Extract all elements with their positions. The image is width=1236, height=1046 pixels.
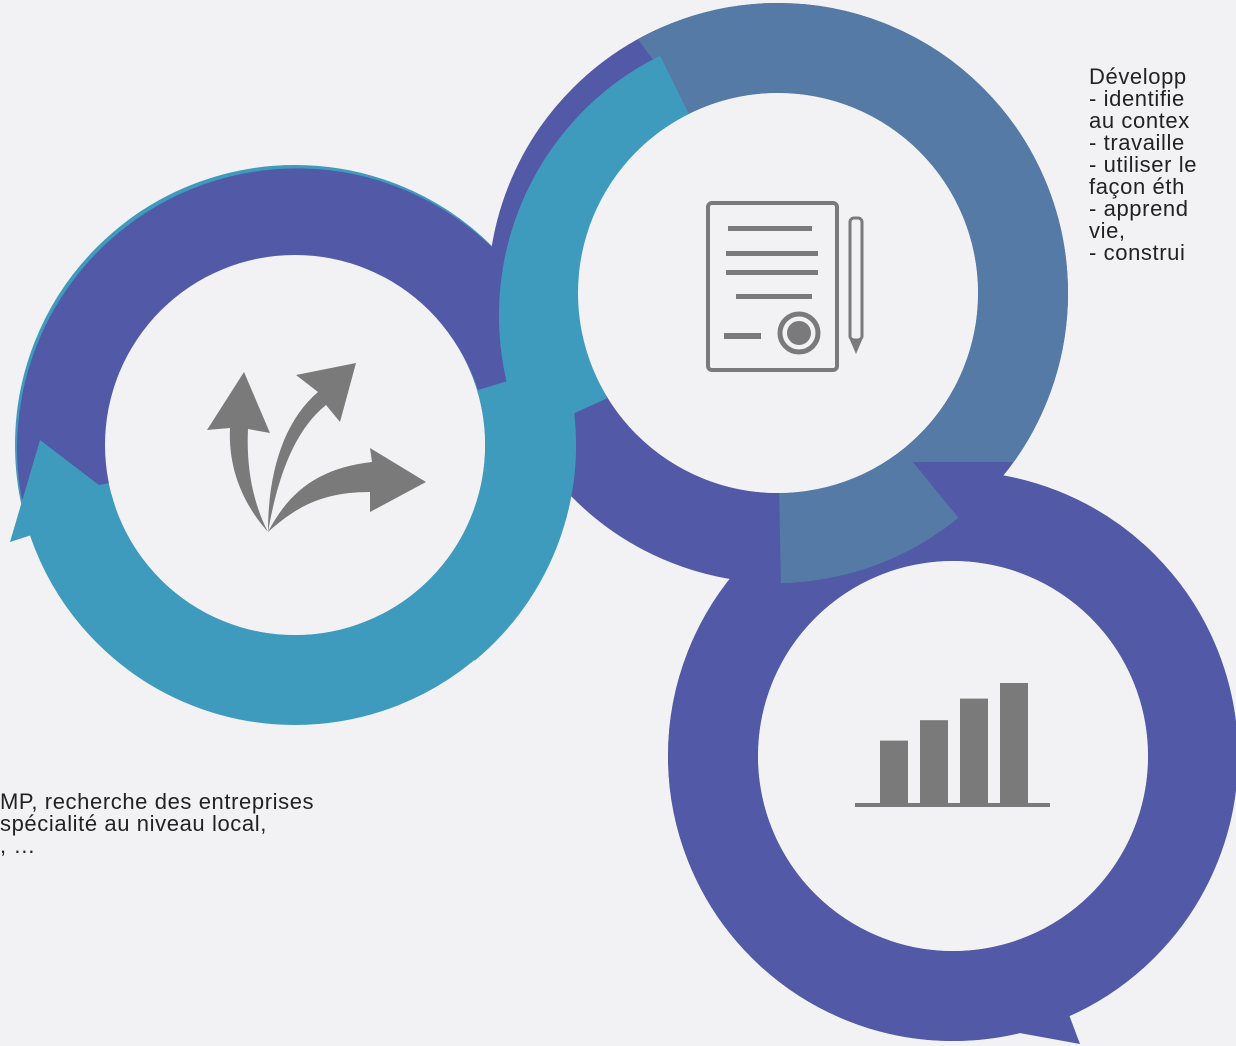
branching-arrows-icon [207, 363, 426, 532]
bar-chart-icon [855, 683, 1050, 807]
bar-chart-bar [960, 698, 988, 803]
ring-top-slate-overlap [778, 447, 959, 583]
ring-bottom-arrowhead [975, 932, 1080, 1044]
bar-chart-baseline [855, 803, 1050, 807]
document-certificate-icon [706, 201, 864, 372]
ring-left-purple-arc [17, 168, 564, 500]
bar-chart-bar [920, 720, 948, 803]
ring-top-teal-arc [498, 55, 701, 436]
ring-left-teal-overlap [416, 363, 576, 661]
bar-chart-bar [1000, 683, 1028, 803]
ring-left-arrowhead [10, 440, 125, 542]
bar-chart-bar [880, 740, 908, 803]
inner-circle-left [105, 255, 485, 635]
text-block-bottom-left: MP, recherche des entreprises spécialité… [0, 789, 315, 858]
inner-circle-top [578, 93, 978, 493]
inner-circle-bottom [758, 561, 1148, 951]
ring-bottom [668, 447, 1236, 1044]
text-block-top-right: Développ - identifie au contex - travail… [1089, 64, 1198, 265]
